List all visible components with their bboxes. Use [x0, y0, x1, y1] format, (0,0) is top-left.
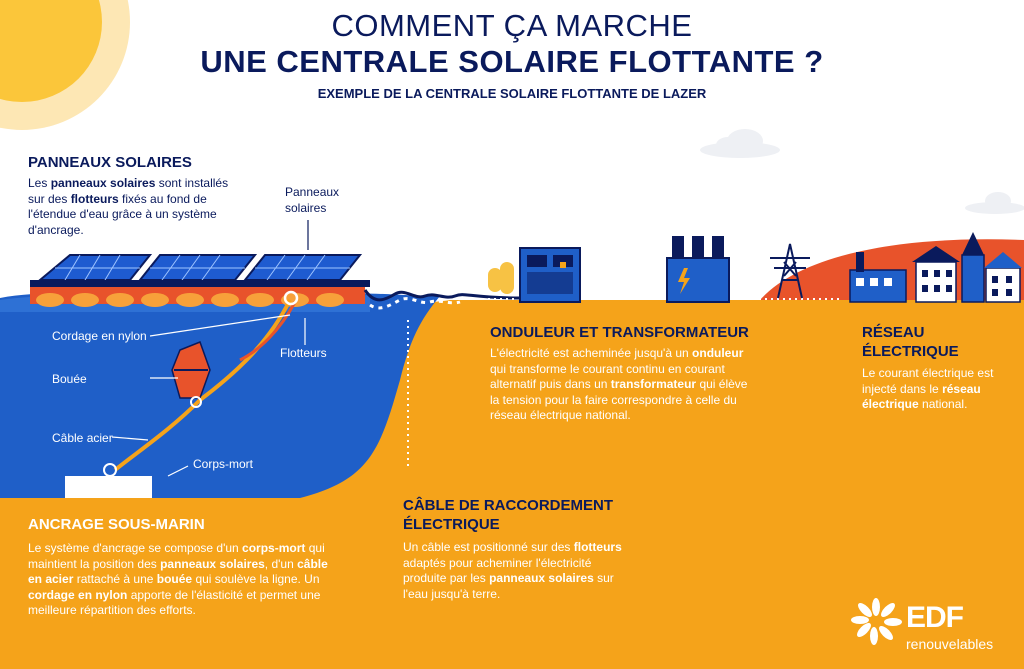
ancrage-text: Le système d'ancrage se compose d'un cor…	[28, 541, 328, 617]
label-cordage: Cordage en nylon	[52, 329, 147, 343]
onduleur-heading: ONDULEUR ET TRANSFORMATEUR	[490, 324, 749, 341]
reseau-text: Le courant électrique est injecté dans l…	[862, 366, 994, 411]
connection-cable	[363, 289, 521, 302]
factory-icon	[849, 252, 907, 303]
ancrage-heading: ANCRAGE SOUS-MARIN	[28, 516, 205, 533]
inverter-icon	[519, 247, 581, 303]
cable-text: Un câble est positionné sur des flotteur…	[403, 540, 622, 601]
page-title-line1: COMMENT ÇA MARCHE	[331, 8, 693, 43]
town-icon	[912, 232, 1022, 303]
energy-flow-arrows	[407, 298, 840, 470]
edf-logo-tagline: renouvelables	[906, 636, 994, 652]
panneaux-heading: PANNEAUX SOLAIRES	[28, 154, 192, 171]
onduleur-text: L'électricité est acheminée jusqu'à un o…	[490, 346, 748, 422]
transformer-icon	[666, 236, 730, 303]
water-area	[0, 290, 440, 498]
reseau-heading: RÉSEAU ÉLECTRIQUE	[862, 324, 959, 360]
label-flotteurs: Flotteurs	[280, 346, 327, 360]
sun-icon	[0, 0, 130, 130]
pylon-icon	[770, 243, 810, 299]
label-bouee: Bouée	[52, 372, 87, 386]
page-title-line2: UNE CENTRALE SOLAIRE FLOTTANTE ?	[200, 44, 824, 79]
label-cable-acier: Câble acier	[52, 431, 113, 445]
mooring-system	[65, 290, 299, 498]
cable-heading: CÂBLE DE RACCORDEMENT ÉLECTRIQUE	[403, 497, 613, 533]
edf-logo-text: EDF	[906, 601, 964, 634]
edf-logo-icon	[851, 598, 902, 645]
cloud-icon	[700, 129, 1024, 214]
tree-icon	[488, 262, 514, 294]
label-corps-mort: Corps-mort	[193, 457, 254, 471]
label-panneaux: Panneaux solaires	[285, 185, 340, 215]
solar-panels	[30, 254, 370, 287]
page-subtitle: EXEMPLE DE LA CENTRALE SOLAIRE FLOTTANTE…	[317, 86, 707, 101]
panneaux-text: Les panneaux solaires sont installés sur…	[28, 176, 229, 237]
label-leaders	[111, 314, 306, 477]
